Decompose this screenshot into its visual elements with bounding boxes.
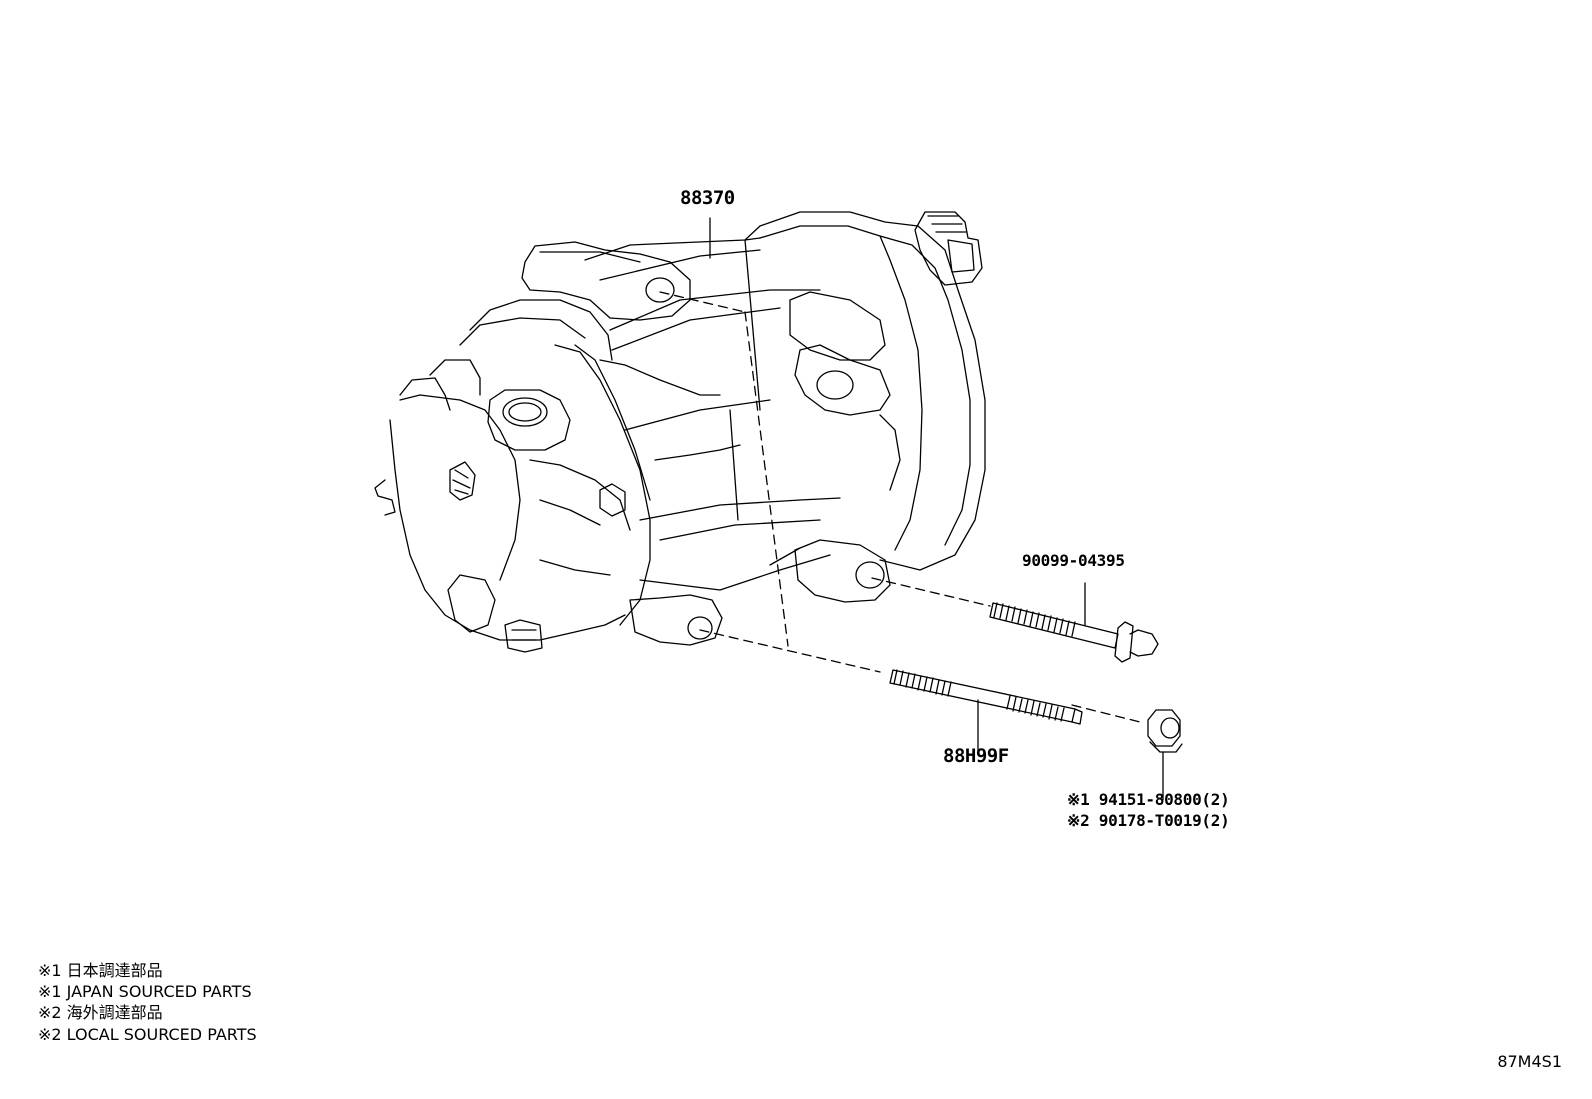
note-local-jp: ※2 海外調達部品 [38, 1003, 163, 1022]
note-japan-en: ※1 JAPAN SOURCED PARTS [38, 982, 252, 1001]
note-local-en: ※2 LOCAL SOURCED PARTS [38, 1025, 257, 1044]
callout-stud: 88H99F [943, 745, 1009, 767]
stud-88h99f-drawing [889, 669, 1083, 753]
callout-nut-line1: ※1 94151-80800(2) [1067, 790, 1230, 809]
callout-bolt: 90099-04395 [1022, 551, 1125, 570]
figure-code: 87M4S1 [1497, 1052, 1562, 1071]
callout-nut-line2: ※2 90178-T0019(2) [1067, 811, 1230, 830]
note-japan-jp: ※1 日本調達部品 [38, 961, 163, 980]
callout-compressor: 88370 [680, 187, 735, 209]
nut-drawing [1147, 709, 1183, 801]
bolt-90099-04395-drawing [989, 582, 1159, 663]
dashed-leaders [659, 291, 1141, 723]
compressor-drawing [374, 211, 986, 653]
